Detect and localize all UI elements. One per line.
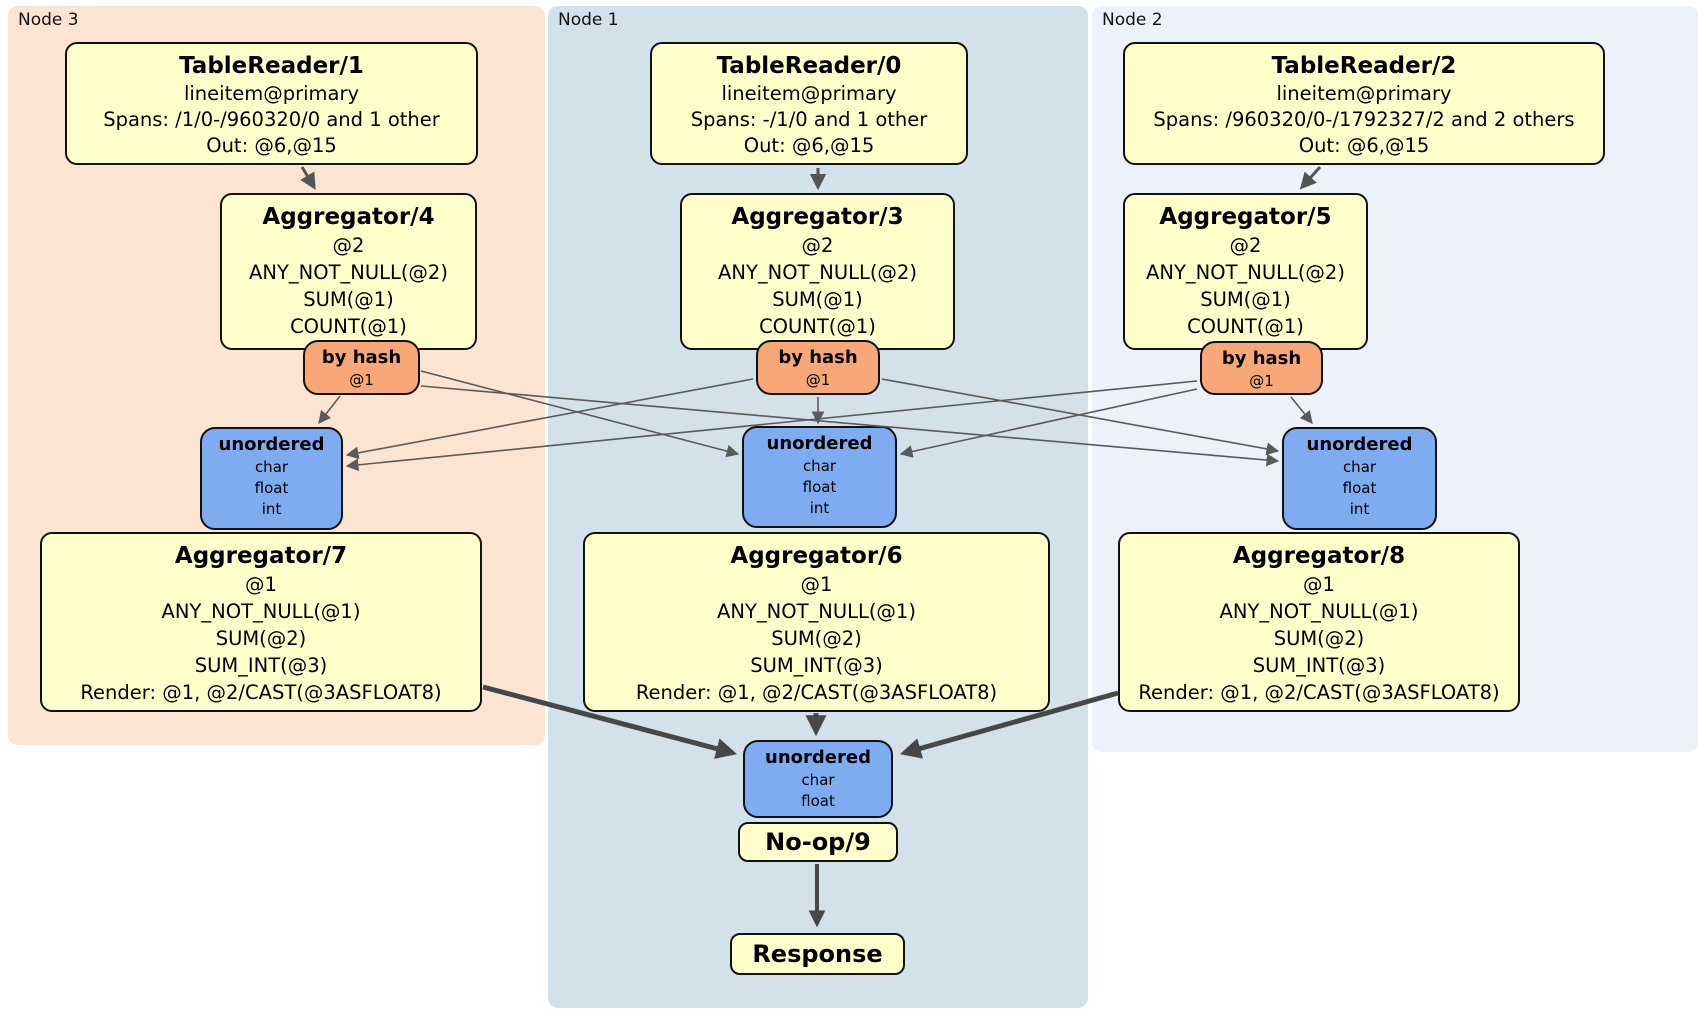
aggregator-6-group: @1: [800, 573, 833, 596]
table-reader-2-out: Out: @6,@15: [1298, 134, 1430, 157]
aggregator-3-box: Aggregator/3 @2 ANY_NOT_NULL(@2) SUM(@1)…: [680, 193, 955, 350]
unordered-sync-node1: unordered char float int: [742, 426, 897, 528]
table-reader-2-box: TableReader/2 lineitem@primary Spans: /9…: [1123, 42, 1605, 165]
unordered-node2-col1: char: [1342, 458, 1377, 476]
unordered-sync-final: unordered char float: [743, 740, 893, 818]
aggregator-3-fn3: COUNT(@1): [759, 315, 876, 338]
aggregator-8-title: Aggregator/8: [1232, 543, 1406, 569]
table-reader-1-out: Out: @6,@15: [206, 134, 337, 157]
by-hash-node2-title: by hash: [1221, 348, 1302, 369]
aggregator-6-fn2: SUM(@2): [771, 627, 862, 650]
aggregator-7-fn1: ANY_NOT_NULL(@1): [161, 600, 361, 623]
aggregator-8-box: Aggregator/8 @1 ANY_NOT_NULL(@1) SUM(@2)…: [1118, 532, 1520, 712]
by-hash-node1-key: @1: [805, 371, 831, 389]
aggregator-4-fn2: SUM(@1): [303, 288, 394, 311]
by-hash-node1-title: by hash: [778, 347, 858, 368]
aggregator-8-render: Render: @1, @2/CAST(@3ASFLOAT8): [1138, 681, 1500, 704]
by-hash-node2-key: @1: [1249, 372, 1274, 390]
table-reader-2-title: TableReader/2: [1271, 53, 1457, 79]
aggregator-7-render: Render: @1, @2/CAST(@3ASFLOAT8): [80, 681, 442, 704]
aggregator-5-fn1: ANY_NOT_NULL(@2): [1146, 261, 1345, 284]
aggregator-4-group: @2: [332, 234, 365, 257]
response-box: Response: [730, 933, 905, 975]
table-reader-0-spans: Spans: -/1/0 and 1 other: [690, 108, 928, 131]
aggregator-3-fn1: ANY_NOT_NULL(@2): [718, 261, 917, 284]
aggregator-5-box: Aggregator/5 @2 ANY_NOT_NULL(@2) SUM(@1)…: [1123, 193, 1368, 350]
table-reader-0-index: lineitem@primary: [721, 82, 897, 105]
aggregator-5-fn2: SUM(@1): [1200, 288, 1291, 311]
aggregator-6-fn3: SUM_INT(@3): [750, 654, 883, 677]
by-hash-router-node2: by hash @1: [1200, 341, 1323, 395]
by-hash-node3-key: @1: [349, 371, 374, 389]
aggregator-4-box: Aggregator/4 @2 ANY_NOT_NULL(@2) SUM(@1)…: [220, 193, 477, 350]
aggregator-3-group: @2: [801, 234, 834, 257]
aggregator-4-fn3: COUNT(@1): [290, 315, 407, 338]
aggregator-7-fn2: SUM(@2): [215, 627, 307, 650]
by-hash-node3-title: by hash: [321, 347, 402, 368]
aggregator-4-fn1: ANY_NOT_NULL(@2): [249, 261, 448, 284]
table-reader-1-spans: Spans: /1/0-/960320/0 and 1 other: [103, 108, 440, 131]
aggregator-6-box: Aggregator/6 @1 ANY_NOT_NULL(@1) SUM(@2)…: [583, 532, 1050, 712]
unordered-node3-col2: float: [254, 479, 289, 497]
aggregator-3-title: Aggregator/3: [731, 204, 904, 230]
table-reader-1-title: TableReader/1: [179, 53, 364, 79]
aggregator-3-fn2: SUM(@1): [772, 288, 863, 311]
table-reader-0-title: TableReader/0: [716, 53, 902, 79]
aggregator-7-fn3: SUM_INT(@3): [194, 654, 328, 677]
unordered-sync-node2: unordered char float int: [1282, 427, 1437, 530]
unordered-node2-col3: int: [1349, 500, 1370, 518]
aggregator-8-fn3: SUM_INT(@3): [1252, 654, 1386, 677]
aggregator-7-title: Aggregator/7: [174, 543, 348, 569]
aggregator-4-title: Aggregator/4: [262, 204, 435, 230]
unordered-node1-title: unordered: [766, 433, 873, 454]
unordered-final-col2: float: [801, 792, 835, 810]
unordered-node3-title: unordered: [218, 434, 325, 455]
unordered-final-title: unordered: [765, 747, 871, 768]
aggregator-7-box: Aggregator/7 @1 ANY_NOT_NULL(@1) SUM(@2)…: [40, 532, 482, 712]
unordered-node3-col1: char: [254, 458, 289, 476]
table-reader-0-out: Out: @6,@15: [743, 134, 875, 157]
table-reader-0-box: TableReader/0 lineitem@primary Spans: -/…: [650, 42, 968, 165]
unordered-node1-col3: int: [809, 499, 830, 517]
node1-label: Node 1: [558, 10, 619, 30]
aggregator-8-fn1: ANY_NOT_NULL(@1): [1219, 600, 1419, 623]
table-reader-2-index: lineitem@primary: [1276, 82, 1452, 105]
unordered-node2-title: unordered: [1306, 434, 1413, 455]
node2-label: Node 2: [1102, 10, 1163, 30]
unordered-node2-col2: float: [1342, 479, 1377, 497]
unordered-node3-col3: int: [261, 500, 282, 518]
unordered-sync-node3: unordered char float int: [200, 427, 343, 530]
by-hash-router-node3: by hash @1: [303, 340, 420, 395]
unordered-node1-col1: char: [802, 457, 837, 475]
table-reader-2-spans: Spans: /960320/0-/1792327/2 and 2 others: [1153, 108, 1575, 131]
aggregator-8-fn2: SUM(@2): [1273, 627, 1365, 650]
aggregator-6-render: Render: @1, @2/CAST(@3ASFLOAT8): [635, 681, 998, 704]
aggregator-8-group: @1: [1303, 573, 1335, 596]
noop-9-box: No-op/9: [738, 822, 898, 862]
aggregator-6-title: Aggregator/6: [730, 543, 903, 569]
by-hash-router-node1: by hash @1: [756, 340, 880, 395]
aggregator-5-group: @2: [1229, 234, 1262, 257]
node3-label: Node 3: [18, 10, 79, 30]
aggregator-5-title: Aggregator/5: [1159, 204, 1332, 230]
unordered-final-col1: char: [801, 771, 835, 789]
table-reader-1-index: lineitem@primary: [183, 82, 360, 105]
table-reader-1-box: TableReader/1 lineitem@primary Spans: /1…: [65, 42, 478, 165]
aggregator-7-group: @1: [245, 573, 277, 596]
unordered-node1-col2: float: [802, 478, 837, 496]
aggregator-5-fn3: COUNT(@1): [1187, 315, 1304, 338]
aggregator-6-fn1: ANY_NOT_NULL(@1): [717, 600, 916, 623]
